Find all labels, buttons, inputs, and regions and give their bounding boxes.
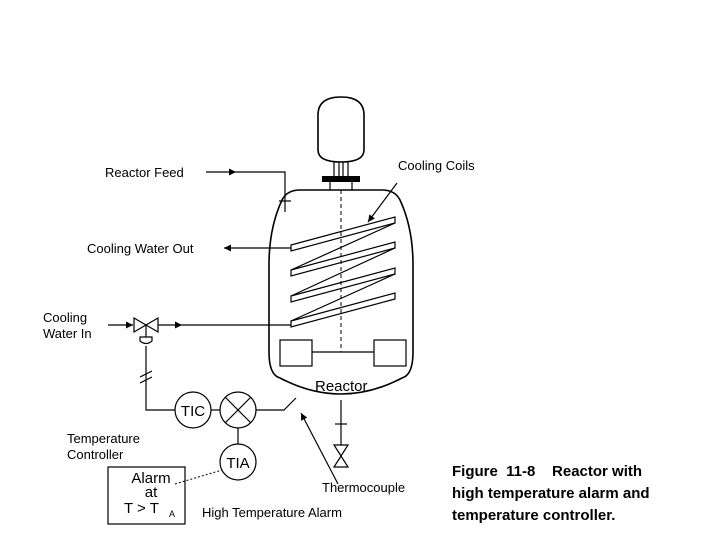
alarm-condition-label: T > T <box>124 500 159 517</box>
high-temperature-alarm-label: High Temperature Alarm <box>202 505 342 520</box>
temperature-controller-label-2: Controller <box>67 447 124 462</box>
caption-line-1: Figure 11-8 Reactor with <box>452 463 642 480</box>
agitator-motor <box>317 96 365 190</box>
control-signal-line <box>139 346 175 411</box>
thermocouple-label: Thermocouple <box>322 480 405 495</box>
alarm-box <box>107 466 186 525</box>
caption-line-3: temperature controller. <box>452 507 615 524</box>
cooling-coils-label: Cooling Coils <box>398 158 475 173</box>
motor-flange <box>322 176 360 182</box>
alarm-at-label: at <box>145 484 158 501</box>
temperature-controller-label-1: Temperature <box>67 431 140 446</box>
thermocouple-line <box>256 397 339 485</box>
alarm-dotted-link <box>174 469 223 485</box>
cooling-water-out-label: Cooling Water Out <box>87 241 194 256</box>
tia-label: TIA <box>226 455 249 472</box>
alarm-subscript: A <box>169 509 175 519</box>
cooling-coils <box>290 216 396 328</box>
reactor-feed-line <box>206 168 291 212</box>
alarm-label: Alarm <box>131 470 170 487</box>
reactor-label: Reactor <box>315 378 368 395</box>
impeller <box>279 339 407 367</box>
caption-line-2: high temperature alarm and <box>452 485 650 502</box>
cooling-water-in-label-2: Water In <box>43 326 92 341</box>
interlock-symbol <box>219 391 257 429</box>
bottom-drain <box>332 400 350 468</box>
tic-label: TIC <box>181 403 205 420</box>
cooling-coils-pointer <box>367 182 398 223</box>
reactor-vessel <box>268 189 414 395</box>
cooling-water-in-label-1: Cooling <box>43 310 87 325</box>
reactor-feed-label: Reactor Feed <box>105 165 184 180</box>
cooling-water-in-line <box>108 316 291 345</box>
